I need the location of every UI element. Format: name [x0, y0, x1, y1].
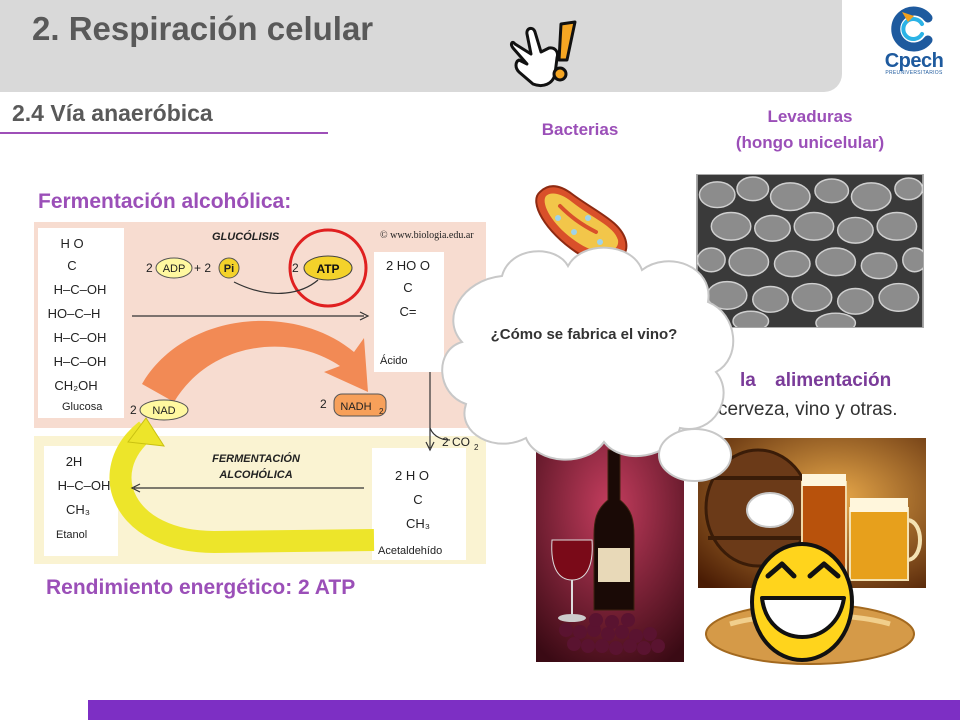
subtitle-underline	[0, 132, 328, 134]
nadh-subscript: 2	[379, 407, 384, 416]
levaduras-label: Levaduras (hongo unicelular)	[690, 104, 930, 156]
fermentation-diagram: H O C H–C–OH HO–C–H H–C–OH H–C–OH CH₂OH …	[34, 222, 486, 564]
copyright-text: © www.biologia.edu.ar	[380, 230, 474, 241]
glucose-box	[38, 228, 124, 418]
glucose-row-4: H–C–OH	[54, 330, 107, 345]
adp-coef: 2	[146, 261, 153, 275]
orange-arrow	[142, 320, 368, 402]
body-text-line1: la alimentación	[740, 370, 892, 391]
ethanol-row-2: CH₃	[66, 502, 90, 517]
glucose-row-5: H–C–OH	[54, 354, 107, 369]
ferm-label-line1: FERMENTACIÓN	[212, 452, 301, 465]
wine-photo	[536, 440, 684, 662]
acetal-row-1: C	[413, 492, 422, 507]
bottom-accent-bar	[88, 700, 960, 720]
ferm-label-line2: ALCOHÓLICA	[218, 468, 292, 481]
section-subtitle: 2.4 Vía anaeróbica	[12, 100, 213, 126]
pointing-hand-exclamation-icon	[510, 20, 577, 88]
logo-subtext: PREUNIVERSITARIOS	[885, 70, 943, 76]
thought-bubble-large	[658, 428, 732, 482]
nadh-label: NADH	[340, 401, 371, 413]
acid-row-1: C	[403, 280, 412, 295]
glucosa-label: Glucosa	[62, 401, 103, 413]
glucolisis-label: GLUCÓLISIS	[212, 230, 280, 243]
acid-box	[374, 252, 444, 372]
pi-label: Pi	[224, 263, 234, 275]
body-text-line2: cerveza, vino y otras.	[718, 399, 898, 420]
ethanol-box	[44, 446, 118, 556]
acetaldehido-label: Acetaldehído	[378, 545, 442, 557]
energy-yield-heading: Rendimiento energético: 2 ATP	[46, 576, 356, 599]
thought-bubble-small	[746, 492, 794, 528]
acid-row-0: 2 HO O	[386, 258, 430, 273]
slide-title: 2. Respiración celular	[32, 10, 374, 47]
co2-subscript: 2	[474, 443, 479, 452]
acetal-row-0: 2 H O	[395, 468, 429, 483]
glucose-row-6: CH₂OH	[54, 378, 97, 393]
bacteria-illustration	[535, 185, 628, 263]
yeast-micrograph	[696, 174, 924, 328]
levaduras-label-line2: (hongo unicelular)	[735, 133, 885, 152]
bacterias-label: Bacterias	[541, 120, 619, 139]
atp-label: ATP	[316, 262, 339, 276]
beer-photo	[698, 438, 926, 588]
cpech-logo: Cpech PREUNIVERSITARIOS	[878, 6, 950, 76]
laughing-smiley-icon	[750, 542, 854, 662]
thought-question: ¿Cómo se fabrica el vino?	[490, 326, 678, 343]
levaduras-label-line1: Levaduras	[767, 107, 853, 126]
pi-coef: + 2	[194, 261, 211, 275]
etanol-label: Etanol	[56, 529, 87, 541]
title-bar	[0, 0, 842, 92]
nad-label: NAD	[152, 405, 175, 417]
acetal-row-2: CH₃	[406, 516, 430, 531]
thought-cloud	[441, 246, 735, 461]
acid-row-2: C=	[400, 304, 417, 319]
yellow-arrow	[109, 421, 375, 554]
fermentation-heading: Fermentación alcohólica:	[38, 190, 292, 213]
glucose-row-2: H–C–OH	[54, 282, 107, 297]
ethanol-row-0: 2H	[66, 454, 83, 469]
acetaldehyde-box	[372, 448, 466, 560]
co2-label: 2 CO	[442, 435, 470, 449]
nadh-coef: 2	[320, 397, 327, 411]
acido-label: Ácido	[380, 354, 408, 367]
glucose-row-1: C	[67, 258, 76, 273]
adp-label: ADP	[163, 263, 186, 275]
nad-coef: 2	[130, 403, 137, 417]
atp-highlight-circle	[288, 228, 368, 308]
ethanol-row-1: H–C–OH	[58, 478, 111, 493]
atp-coef: 2	[292, 261, 299, 275]
glucose-row-0: H O	[60, 236, 83, 251]
cpech-logo-mark-icon	[891, 6, 933, 52]
logo-text: Cpech	[884, 50, 944, 72]
glucose-row-3: HO–C–H	[48, 306, 101, 321]
